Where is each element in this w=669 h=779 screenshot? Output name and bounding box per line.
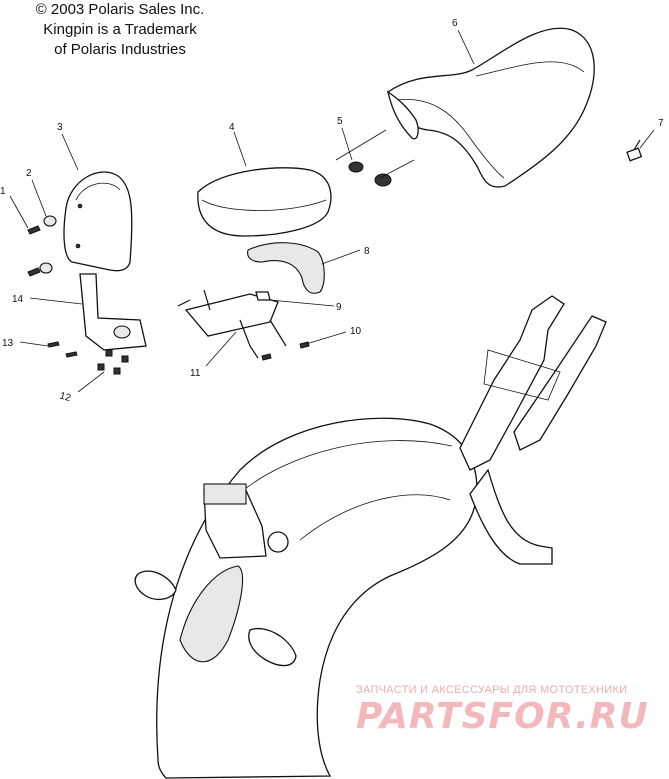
copyright-line-3: of Polaris Industries xyxy=(54,41,186,58)
grommet-part-5 xyxy=(348,161,392,187)
callout-9: 9 xyxy=(336,302,342,313)
mount-bracket-part-11 xyxy=(177,289,287,359)
leader-lines xyxy=(9,29,655,393)
passenger-pad-part-4 xyxy=(197,167,332,237)
callout-10: 10 xyxy=(350,326,362,337)
callout-2: 2 xyxy=(26,168,32,179)
callout-12: 12 xyxy=(58,391,72,405)
fastener-part-13 xyxy=(47,341,78,358)
copyright-line-1: © 2003 Polaris Sales Inc. xyxy=(35,1,205,18)
watermark-tagline: ЗАПЧАСТИ И АКСЕССУАРЫ ДЛЯ МОТОТЕХНИКИ xyxy=(356,684,628,696)
bolt-part-7 xyxy=(626,139,643,162)
screw-part-1 xyxy=(27,225,41,277)
callout-4: 4 xyxy=(229,122,235,133)
washer-part-2 xyxy=(39,215,57,274)
callout-1: 1 xyxy=(0,186,6,197)
rear-frame xyxy=(459,295,607,565)
callout-labels: 1 2 3 4 5 6 7 8 9 10 11 12 13 14 xyxy=(0,18,664,404)
tail-light xyxy=(203,483,289,559)
backrest-part-3 xyxy=(63,171,133,272)
callout-8: 8 xyxy=(364,246,370,257)
copyright-notice: © 2003 Polaris Sales Inc. Kingpin is a T… xyxy=(0,0,240,60)
backrest-bracket-part-14 xyxy=(79,273,147,351)
copyright-line-2: Kingpin is a Trademark xyxy=(43,21,197,38)
callout-3: 3 xyxy=(57,122,63,133)
callout-14: 14 xyxy=(12,294,24,305)
callout-11: 11 xyxy=(190,368,201,379)
callout-5: 5 xyxy=(337,116,343,127)
callout-13: 13 xyxy=(2,338,14,349)
clip-part-9 xyxy=(255,291,271,301)
pad-bracket-part-8 xyxy=(247,242,325,294)
callout-7: 7 xyxy=(658,118,664,129)
watermark-logo: PARTSFOR.RU xyxy=(356,696,649,737)
seat-part-6 xyxy=(387,27,595,188)
callout-6: 6 xyxy=(452,18,458,29)
nut-part-12 xyxy=(97,349,129,375)
